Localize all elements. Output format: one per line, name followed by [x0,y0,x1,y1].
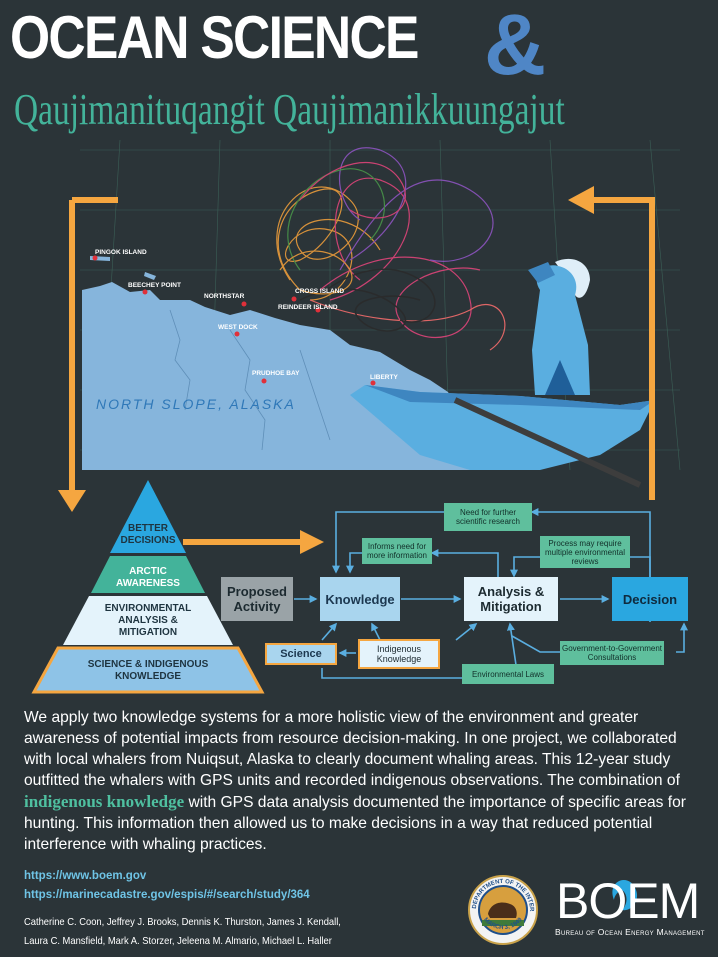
body-paragraph: We apply two knowledge systems for a mor… [24,707,700,855]
place-label: BEECHEY POINT [128,282,181,289]
informs-need-note: Informs need for more information [362,538,432,564]
note-text: reviews [571,556,599,566]
boem-logo: BOEM [556,873,700,929]
flow-connectors [294,508,688,679]
beechey-islet [144,272,156,280]
pyramid-text: ARCTIC [129,566,167,577]
node-label: Indigenous [376,644,422,654]
highlight-text: indigenous knowledge [24,792,185,811]
place-label: LIBERTY [370,374,398,381]
need-research-note: Need for further scientific research [444,503,532,531]
pyramid-text: SCIENCE & INDIGENOUS [87,659,209,670]
authors: Catherine C. Coon, Jeffrey J. Brooks, De… [24,913,410,951]
node-label: Knowledge [376,654,422,664]
indigenous-knowledge-node: Indigenous Knowledge [358,639,440,669]
node-label: Mitigation [480,599,542,614]
decision-node: Decision [612,577,688,621]
body-text: with GPS data analysis documented the im… [24,794,686,853]
note-text: multiple environmental [544,547,626,557]
place-markers [92,255,376,386]
cycle-arrows [69,197,655,545]
note-text: Need for further [459,508,517,517]
pyramid-text: MITIGATION [118,627,178,638]
environmental-laws-note: Environmental Laws [462,664,554,684]
science-node: Science [265,643,337,665]
marinecadastre-link[interactable]: https://marinecadastre.gov/espis/#/searc… [24,889,310,901]
place-label: NORTHSTAR [204,293,245,300]
pyramid-level-1: BETTER DECISIONS [96,523,200,547]
boem-logo-name: Bureau of Ocean Energy Management [555,927,705,937]
note-text: Informs need for [367,542,427,551]
poster-subtitle: Qaujimanituqangit Qaujimanikkuungajut [14,85,565,134]
node-label: Proposed [227,584,287,599]
place-label: PRUDHOE BAY [252,370,300,377]
pyramid-level-3: ENVIRONMENTAL ANALYSIS & MITIGATION [80,603,216,639]
boem-link[interactable]: https://www.boem.gov [24,870,147,882]
pyramid-level-2: ARCTIC AWARENESS [96,566,200,590]
rivers [169,309,331,451]
note-text: more information [366,551,428,560]
pyramid-text: ANALYSIS & [118,615,178,626]
pyramid-text: DECISIONS [120,535,176,546]
place-label: REINDEER ISLAND [278,304,338,311]
title-ampersand: & [484,0,547,93]
analysis-mitigation-node: Analysis & Mitigation [464,577,558,621]
note-text: Process may require [548,538,622,548]
boem-swirl-icon [612,879,638,911]
note-text: Government-to-Government [561,644,663,653]
note-text: scientific research [455,517,521,526]
gov-consultation-note: Government-to-Government Consultations [560,641,664,665]
gps-tracks [276,147,506,351]
pyramid-text: ENVIRONMENTAL [104,603,192,614]
place-label: WEST DOCK [218,324,258,331]
pyramid-text: BETTER [128,523,168,534]
process-reviews-note: Process may require multiple environment… [540,536,630,568]
arrowheads [58,186,594,554]
knowledge-node: Knowledge [320,577,400,621]
note-text: Consultations [587,653,637,662]
pyramid-text: AWARENESS [116,578,180,589]
author-line: Laura C. Mansfield, Mark A. Storzer, Jel… [24,936,332,947]
poster-title: OCEAN SCIENCE [10,4,419,71]
pyramid-text: KNOWLEDGE [114,671,182,682]
whaler-illustration [350,258,655,488]
region-label: NORTH SLOPE, ALASKA [96,396,296,412]
body-text: We apply two knowledge systems for a mor… [24,709,680,789]
node-label: Analysis & [477,584,545,599]
proposed-activity-node: Proposed Activity [221,577,293,621]
author-line: Catherine C. Coon, Jeffrey J. Brooks, De… [24,917,341,928]
north-slope-land [82,282,475,470]
knowledge-pyramid [31,480,265,694]
node-label: Activity [233,599,281,614]
pyramid-level-4: SCIENCE & INDIGENOUS KNOWLEDGE [60,659,236,683]
place-label: PINGOK ISLAND [95,249,147,256]
place-label: CROSS ISLAND [295,288,345,295]
